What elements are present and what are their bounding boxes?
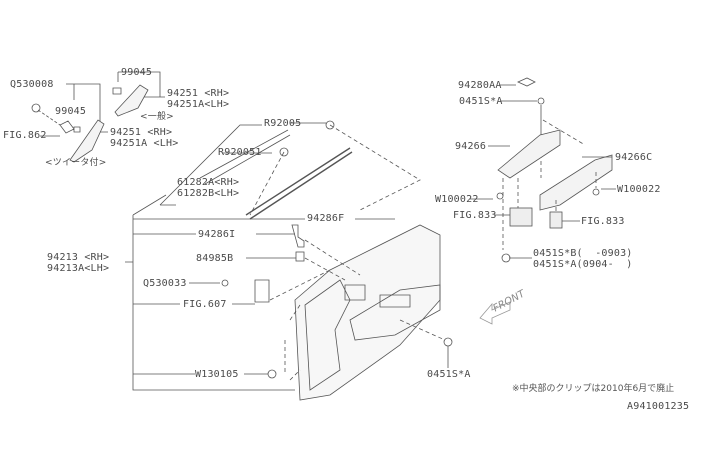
- clip-discontinued-note: ※中央部のクリップは2010年6月で廃止: [512, 384, 675, 394]
- part-label-94286i[interactable]: 94286I: [198, 229, 236, 240]
- part-label-61282b-lh[interactable]: 61282B<LH>: [177, 188, 240, 199]
- part-label-94251-rh[interactable]: 94251 <RH>: [167, 88, 230, 99]
- part-label-0451s-a-range[interactable]: 0451S*A(0904- ): [533, 259, 633, 270]
- part-label-fig833-right[interactable]: FIG.833: [581, 216, 625, 227]
- part-label-0451s-a-bottom[interactable]: 0451S*A: [427, 369, 471, 380]
- diagram-code: A941001235: [627, 401, 690, 412]
- variant-general-label: <一般>: [140, 112, 174, 122]
- part-label-fig833-left[interactable]: FIG.833: [453, 210, 497, 221]
- variant-tweeter-label: <ツイータ付>: [45, 158, 107, 168]
- part-label-94213a-lh[interactable]: 94213A<LH>: [47, 263, 110, 274]
- part-label-0451s-a-top[interactable]: 0451S*A: [459, 96, 503, 107]
- part-label-94251-rh[interactable]: 94251 <RH>: [110, 127, 173, 138]
- part-label-q530008[interactable]: Q530008: [10, 79, 54, 90]
- part-label-94213-rh[interactable]: 94213 <RH>: [47, 252, 110, 263]
- part-label-94266[interactable]: 94266: [455, 141, 487, 152]
- part-label-61282[interactable]: 61282A<RH>61282B<LH>: [177, 177, 239, 199]
- part-label-w130105[interactable]: W130105: [195, 369, 239, 380]
- part-label-0451s-range[interactable]: 0451S*B( -0903)0451S*A(0904- ): [533, 248, 633, 270]
- part-label-94251-mid[interactable]: 94251 <RH>94251A <LH>: [110, 127, 178, 149]
- part-label-61282a-rh[interactable]: 61282A<RH>: [177, 177, 240, 188]
- part-label-94280aa[interactable]: 94280AA: [458, 80, 502, 91]
- part-label-94251a-lh[interactable]: 94251A<LH>: [167, 99, 230, 110]
- part-label-w100022-right[interactable]: W100022: [617, 184, 661, 195]
- part-label-fig862[interactable]: FIG.862: [3, 130, 47, 141]
- part-label-94213[interactable]: 94213 <RH>94213A<LH>: [47, 252, 109, 274]
- part-label-94286f[interactable]: 94286F: [307, 213, 345, 224]
- part-label-r92005[interactable]: R92005: [264, 118, 302, 129]
- part-label-fig607[interactable]: FIG.607: [183, 299, 227, 310]
- part-label-r920051[interactable]: R920051: [218, 147, 262, 158]
- part-label-0451s-b[interactable]: 0451S*B( -0903): [533, 248, 633, 259]
- part-label-q530033[interactable]: Q530033: [143, 278, 187, 289]
- part-label-99045-top[interactable]: 99045: [121, 67, 153, 78]
- part-label-w100022-left[interactable]: W100022: [435, 194, 479, 205]
- part-label-84985b[interactable]: 84985B: [196, 253, 234, 264]
- part-label-94251-top[interactable]: 94251 <RH>94251A<LH>: [167, 88, 229, 110]
- part-label-99045-mid[interactable]: 99045: [55, 106, 87, 117]
- part-label-94251a-lh[interactable]: 94251A <LH>: [110, 138, 179, 149]
- part-label-94266c[interactable]: 94266C: [615, 152, 653, 163]
